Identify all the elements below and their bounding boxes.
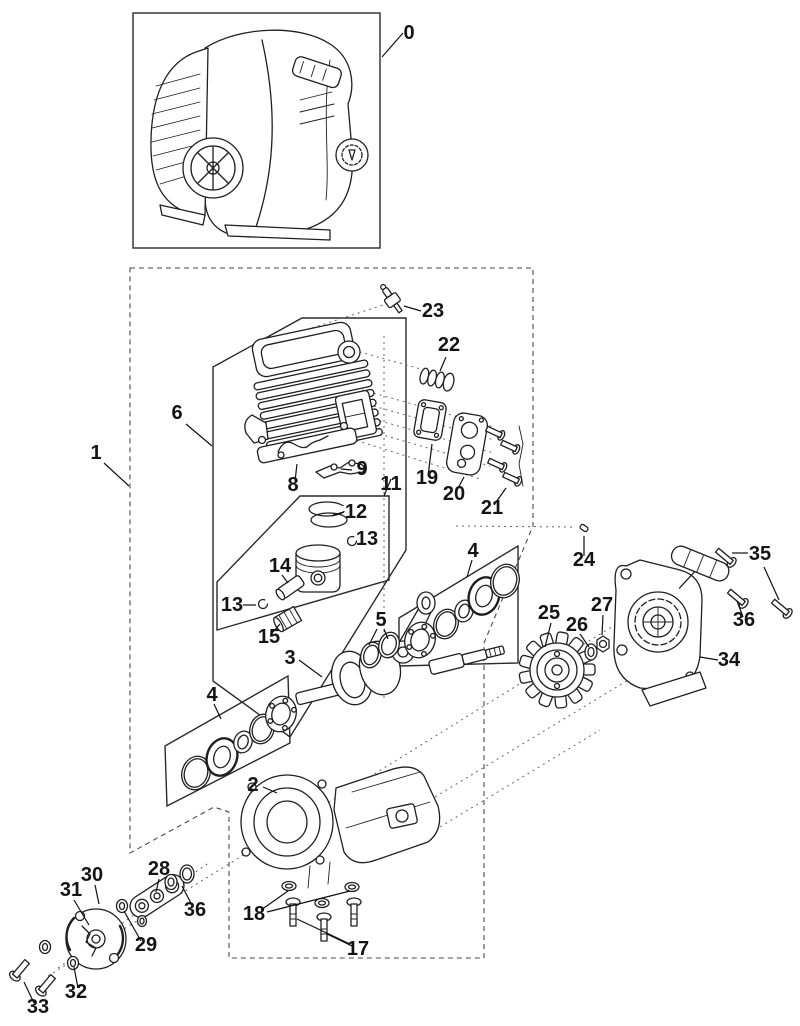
callout-19[interactable]: 19: [416, 467, 438, 489]
callout-29[interactable]: 29: [135, 934, 157, 956]
callout-25[interactable]: 25: [538, 602, 560, 624]
callout-27[interactable]: 27: [591, 594, 613, 616]
thrust-washers-drawing: [360, 631, 400, 669]
cylinder-drawing: [244, 321, 383, 464]
callout-12[interactable]: 12: [345, 501, 367, 523]
callout-17[interactable]: 17: [347, 938, 369, 960]
vent-slots: [299, 91, 335, 125]
flywheel-washer-drawing: [584, 643, 598, 661]
callout-32[interactable]: 32: [65, 981, 87, 1003]
starter-bolts-drawing: [714, 547, 793, 619]
bearing-kit-right-drawing: [404, 563, 520, 659]
piston-kit-box: [216, 495, 390, 631]
handle-bracket: [291, 56, 342, 89]
recoil-starter-drawing: [613, 545, 730, 707]
callout-31[interactable]: 31: [60, 879, 82, 901]
bearing-kit-box-left: [164, 674, 291, 808]
callout-18[interactable]: 18: [243, 903, 265, 925]
callout-13a[interactable]: 13: [356, 528, 378, 550]
leader-lines: [23, 32, 780, 1004]
callout-35[interactable]: 35: [749, 543, 771, 565]
main-assembly-boundary: [129, 267, 534, 959]
piston-pin-drawing: [275, 575, 305, 601]
callout-23[interactable]: 23: [422, 300, 444, 322]
callout-14[interactable]: 14: [269, 555, 292, 577]
callout-15[interactable]: 15: [258, 626, 280, 648]
circlip-drawing-a: [346, 535, 358, 547]
callout-34[interactable]: 34: [718, 649, 741, 671]
woodruff-key-drawing: [579, 523, 589, 533]
clutch-spring: [81, 925, 97, 957]
piston-drawing: [295, 544, 341, 593]
callout-5[interactable]: 5: [375, 609, 386, 631]
callout-labels: 0 1 6 23 22 19 20 21 8 9 11 12 13 14 13 …: [27, 22, 771, 1018]
cylinder-bolts-drawing: [485, 425, 524, 487]
crankcase-drawing: [240, 766, 441, 889]
callout-6[interactable]: 6: [171, 402, 182, 424]
callout-36b[interactable]: 36: [733, 609, 755, 631]
callout-21[interactable]: 21: [481, 497, 503, 519]
fuel-cap: [335, 138, 369, 172]
intake-boot-drawing: [419, 367, 455, 392]
needle-bearing-drawing: [273, 605, 303, 633]
callout-8[interactable]: 8: [287, 474, 298, 496]
insulator-block-drawing: [445, 412, 489, 476]
throttle-lever-drawing: [315, 459, 365, 479]
callout-1[interactable]: 1: [90, 442, 101, 464]
callout-2[interactable]: 2: [247, 774, 258, 796]
callout-11[interactable]: 11: [380, 473, 401, 495]
callout-22[interactable]: 22: [438, 334, 460, 356]
spark-plug-drawing: [380, 283, 403, 314]
engine-overview-box: [132, 12, 381, 249]
cylinder-group-boundary: [212, 317, 407, 739]
clutch-washers-drawing: [38, 864, 195, 971]
callout-30[interactable]: 30: [81, 864, 103, 886]
ground-wire-drawing: [277, 435, 329, 453]
callout-9[interactable]: 9: [356, 458, 367, 480]
callout-20[interactable]: 20: [443, 483, 465, 505]
clutch-drum-drawing: [65, 908, 127, 970]
callout-3[interactable]: 3: [284, 647, 295, 669]
flywheel-nut-drawing: [596, 635, 610, 653]
engine-assembly-drawing: [150, 29, 369, 241]
callout-0[interactable]: 0: [403, 22, 414, 44]
callout-26[interactable]: 26: [566, 614, 588, 636]
crankcase-washers-drawing: [281, 880, 360, 909]
callout-4a[interactable]: 4: [206, 684, 218, 706]
starter-handle: [670, 545, 730, 589]
callout-36a[interactable]: 36: [184, 899, 206, 921]
callout-33[interactable]: 33: [27, 996, 49, 1018]
piston-rings-drawing: [308, 501, 348, 528]
circlip-drawing-b: [257, 598, 269, 610]
callout-28[interactable]: 28: [148, 858, 170, 880]
callout-4b[interactable]: 4: [467, 540, 479, 562]
callout-13b[interactable]: 13: [221, 594, 243, 616]
spark-plug-boss: [337, 340, 361, 364]
cooling-fins: [151, 73, 201, 185]
callout-24[interactable]: 24: [573, 549, 596, 571]
clutch-bolts-drawing: [8, 958, 57, 997]
bearing-kit-left-drawing: [181, 695, 297, 791]
gasket-drawing: [413, 399, 447, 441]
flywheel-drawing: [518, 631, 596, 709]
